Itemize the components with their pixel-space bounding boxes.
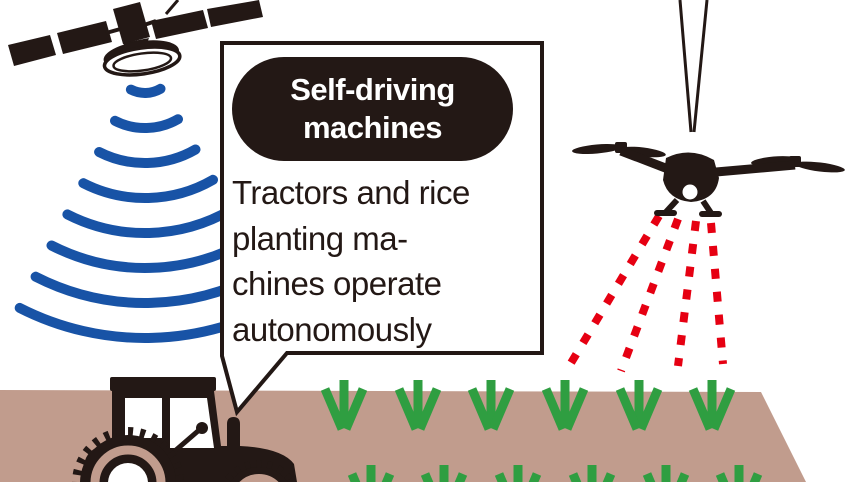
drone-camera xyxy=(682,184,698,200)
callout-pill-line: machines xyxy=(302,110,443,145)
callout-body-line: planting ma- xyxy=(232,219,408,257)
drone-icon xyxy=(572,142,845,217)
drone-guide-lines xyxy=(678,0,709,133)
callout-body-line: Tractors and rice xyxy=(232,174,470,211)
tractor-icon xyxy=(72,377,297,482)
callout-body: Tractors and rice planting ma- chines op… xyxy=(232,170,537,352)
spray-dashed-lines xyxy=(564,213,727,373)
satellite-icon xyxy=(8,0,263,77)
callout-body-line: autonomously xyxy=(232,310,432,348)
callout-body-line: chines operate xyxy=(232,265,442,302)
callout-pill-line: Self-driving xyxy=(290,72,455,107)
callout-pill: Self-driving machines xyxy=(232,57,513,161)
